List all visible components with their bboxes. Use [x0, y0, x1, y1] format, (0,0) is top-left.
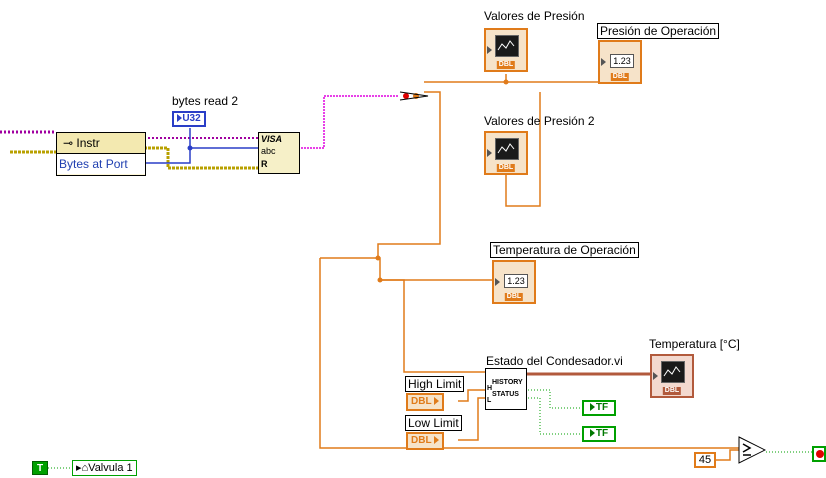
- input-arrow-icon: [487, 46, 492, 54]
- graph-valores-presion-2[interactable]: DBL: [484, 131, 528, 175]
- visa-property-item[interactable]: Bytes at Port: [57, 154, 145, 174]
- u32-indicator[interactable]: U32: [172, 111, 206, 127]
- numeric-display: 1.23: [504, 274, 528, 288]
- waveform-graph-icon: [495, 35, 519, 57]
- dbl-tag: DBL: [504, 293, 524, 301]
- dbl-tag: DBL: [496, 164, 516, 172]
- input-arrow-icon: [487, 149, 492, 157]
- label-temperatura-c: Temperatura [°C]: [649, 337, 740, 351]
- input-arrow-icon: [495, 278, 500, 286]
- label-valores-presion: Valores de Presión: [484, 9, 585, 23]
- split-node-icon: [399, 91, 429, 101]
- waveform-graph-icon: [495, 138, 519, 160]
- led-indicator[interactable]: [812, 446, 826, 462]
- label-high-limit: High Limit: [405, 376, 465, 392]
- output-arrow-icon: [433, 436, 439, 445]
- local-variable-icon: ▸⌂: [76, 462, 89, 474]
- input-arrow-icon: [589, 403, 595, 412]
- waveform-graph-icon: [661, 361, 685, 383]
- true-constant[interactable]: T: [32, 461, 48, 475]
- output-arrow-icon: [433, 397, 439, 406]
- label-estado-condensador: Estado del Condesador.vi: [486, 354, 623, 368]
- high-limit-control[interactable]: DBL: [406, 393, 444, 411]
- estado-condensador-subvi[interactable]: HISTORY STATUS H L: [485, 368, 527, 410]
- bool-wire-status: [525, 397, 582, 435]
- bool-wire-history: [525, 389, 582, 409]
- dbl-tag: DBL: [662, 387, 682, 395]
- label-low-limit: Low Limit: [405, 415, 462, 431]
- bytes-wire: [144, 128, 258, 164]
- input-arrow-icon: [653, 372, 658, 380]
- dbl-wire-temp: [320, 257, 492, 281]
- label-valores-presion-2: Valores de Presión 2: [484, 114, 595, 128]
- graph-temperatura[interactable]: DBL: [650, 354, 694, 398]
- constant-45[interactable]: 45: [694, 452, 716, 468]
- visa-property-class: ⊸ Instr: [57, 133, 145, 154]
- dbl-wire-to-presion: [377, 91, 441, 258]
- dbl-wire-pressure: [424, 74, 598, 83]
- greater-or-equal-icon[interactable]: [738, 436, 767, 464]
- visa-property-node[interactable]: ⊸ Instr Bytes at Port: [56, 132, 146, 176]
- dbl-wire-presion2: [505, 92, 541, 207]
- string-wire: [298, 95, 398, 149]
- error-wire-mid: [144, 146, 258, 170]
- dbl-wire-temp-to-subvi: [380, 279, 485, 373]
- input-arrow-icon: [601, 58, 606, 66]
- dbl-wire-loop: [319, 258, 740, 449]
- label-presion-operacion: Presión de Operación: [597, 23, 720, 39]
- label-temperatura-operacion: Temperatura de Operación: [490, 242, 639, 258]
- input-arrow-icon: [589, 429, 595, 438]
- numeric-display: 1.23: [610, 54, 634, 68]
- dbl-tag: DBL: [496, 61, 516, 69]
- tf-indicator-status[interactable]: TF: [582, 426, 616, 442]
- numeric-temperatura-operacion[interactable]: 1.23 DBL: [492, 260, 536, 304]
- numeric-presion-operacion[interactable]: 1.23 DBL: [598, 40, 642, 84]
- visa-read-node[interactable]: VISA abc R: [258, 132, 300, 174]
- dbl-wire-high: [458, 389, 485, 402]
- plug-icon: ⊸: [63, 136, 77, 150]
- dbl-wire-45: [716, 449, 740, 461]
- tf-indicator-history[interactable]: TF: [582, 400, 616, 416]
- local-variable-valvula[interactable]: ▸⌂Valvula 1: [72, 460, 137, 476]
- input-arrow-icon: [177, 114, 183, 123]
- dbl-wire-low: [458, 397, 485, 441]
- graph-valores-presion[interactable]: DBL: [484, 28, 528, 72]
- label-bytes-read-2: bytes read 2: [172, 94, 239, 108]
- low-limit-control[interactable]: DBL: [406, 432, 444, 450]
- dbl-tag: DBL: [610, 73, 630, 81]
